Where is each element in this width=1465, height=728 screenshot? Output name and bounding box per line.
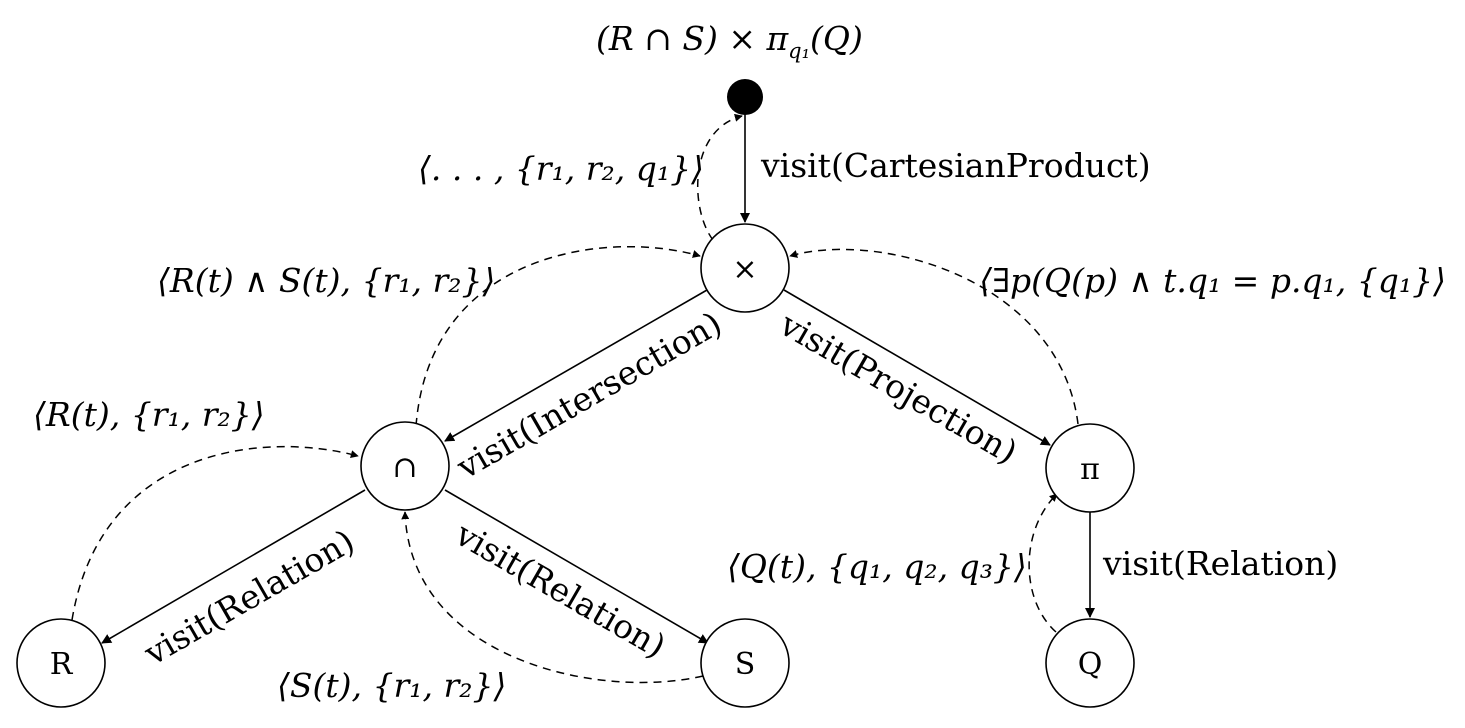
- node-root: [727, 79, 763, 115]
- label-visit-cartesian-product: visit(CartesianProduct): [760, 146, 1151, 185]
- edge-intersection-to-r: [101, 489, 366, 644]
- return-s-to-intersection: [401, 511, 704, 684]
- return-r-to-intersection: [71, 445, 359, 621]
- edge-product-to-projection: [783, 289, 1051, 446]
- return-intersection-to-product: [415, 245, 701, 427]
- node-projection: π: [1045, 423, 1135, 513]
- node-intersection: ∩: [360, 421, 450, 511]
- return-label-intersection: ⟨R(t) ∧ S(t), {r₁, r₂}⟩: [157, 261, 495, 300]
- return-label-s: ⟨S(t), {r₁, r₂}⟩: [277, 666, 506, 705]
- node-product: ×: [700, 223, 790, 313]
- return-label-q: ⟨Q(t), {q₁, q₂, q₃}⟩: [727, 547, 1027, 586]
- node-r: R: [16, 618, 106, 708]
- s-label: S: [735, 647, 756, 682]
- label-visit-relation-r: visit(Relation): [137, 521, 361, 673]
- return-label-projection: ⟨∃p(Q(p) ∧ t.q₁ = p.q₁, {q₁}⟩: [979, 261, 1446, 300]
- edge-product-to-intersection: [444, 289, 708, 442]
- label-visit-projection: visit(Projection): [773, 304, 1024, 472]
- label-visit-intersection: visit(Intersection): [449, 304, 728, 487]
- return-q-to-projection: [1028, 493, 1058, 633]
- edge-intersection-to-s: [444, 489, 709, 644]
- return-label-product-root: ⟨. . . , {r₁, r₂, q₁}⟩: [418, 149, 704, 188]
- q-label: Q: [1078, 647, 1103, 682]
- return-label-r: ⟨R(t), {r₁, r₂}⟩: [33, 395, 265, 434]
- product-symbol: ×: [732, 252, 757, 287]
- return-projection-to-product: [789, 248, 1079, 425]
- return-product-to-root: [697, 113, 743, 241]
- label-visit-relation-q: visit(Relation): [1102, 544, 1338, 583]
- r-label: R: [50, 647, 74, 682]
- root-expression: (R ∩ S) × πq₁(Q): [596, 19, 863, 63]
- node-q: Q: [1045, 618, 1135, 708]
- node-s: S: [700, 618, 790, 708]
- projection-symbol: π: [1080, 452, 1100, 487]
- label-visit-relation-s: visit(Relation): [448, 514, 672, 666]
- intersection-symbol: ∩: [392, 450, 417, 485]
